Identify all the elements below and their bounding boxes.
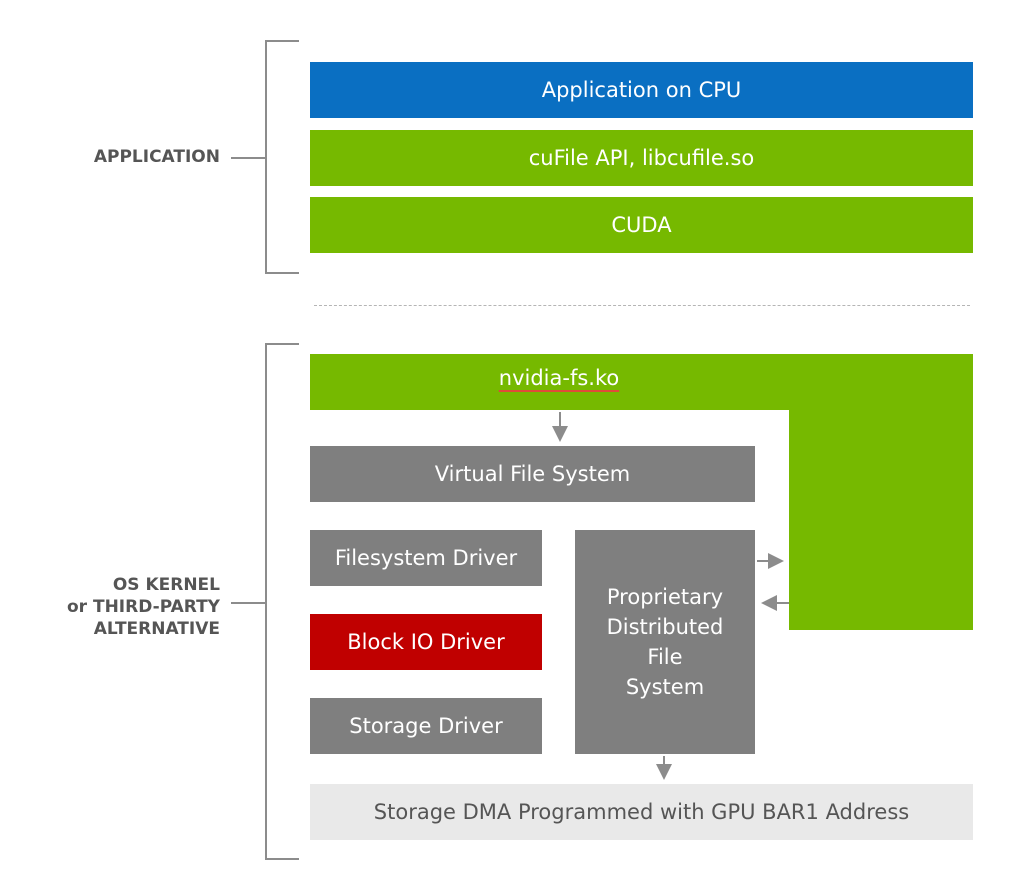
application-label: APPLICATION <box>60 146 220 168</box>
storage-dma-block: Storage DMA Programmed with GPU BAR1 Add… <box>310 784 973 840</box>
application-bracket <box>265 40 267 274</box>
kernel-bracket <box>265 343 267 860</box>
layer-divider <box>314 305 970 306</box>
application-tick <box>231 157 265 159</box>
storage-driver-text: Storage Driver <box>349 714 503 738</box>
cufile-api-block: cuFile API, libcufile.so <box>310 130 973 186</box>
application-on-cpu-text: Application on CPU <box>541 78 742 102</box>
storage-driver-block: Storage Driver <box>310 698 542 754</box>
application-bracket-top <box>265 40 299 42</box>
proprietary-dfs-line-2: Distributed <box>606 615 724 639</box>
proprietary-dfs-line-3: File <box>647 645 683 669</box>
cuda-text: CUDA <box>611 213 672 237</box>
proprietary-dfs-line-4: System <box>625 675 705 699</box>
block-io-driver-block: Block IO Driver <box>310 614 542 670</box>
filesystem-driver-text: Filesystem Driver <box>334 546 518 570</box>
nvidia-fs-label: nvidia-fs.ko <box>310 366 808 390</box>
nvidia-fs-text: nvidia-fs.ko <box>498 366 620 390</box>
storage-dma-text: Storage DMA Programmed with GPU BAR1 Add… <box>373 800 910 824</box>
application-bracket-bottom <box>265 272 299 274</box>
application-label-text: APPLICATION <box>93 147 220 167</box>
filesystem-driver-block: Filesystem Driver <box>310 530 542 586</box>
cufile-api-text: cuFile API, libcufile.so <box>528 146 755 170</box>
block-io-driver-text: Block IO Driver <box>347 630 505 654</box>
os-kernel-line-3: ALTERNATIVE <box>93 619 220 639</box>
kernel-bracket-top <box>265 343 299 345</box>
cuda-block: CUDA <box>310 197 973 253</box>
proprietary-dfs-text: Proprietary Distributed File System <box>607 582 724 702</box>
kernel-bracket-bottom <box>265 858 299 860</box>
os-kernel-label: OS KERNEL or THIRD-PARTY ALTERNATIVE <box>20 574 220 640</box>
os-kernel-line-1: OS KERNEL <box>112 575 220 595</box>
kernel-tick <box>231 602 265 604</box>
virtual-file-system-block: Virtual File System <box>310 446 755 502</box>
os-kernel-line-2: or THIRD-PARTY <box>67 597 220 617</box>
proprietary-dfs-line-1: Proprietary <box>606 585 724 609</box>
proprietary-dfs-block: Proprietary Distributed File System <box>575 530 755 754</box>
virtual-file-system-text: Virtual File System <box>434 462 631 486</box>
application-on-cpu-block: Application on CPU <box>310 62 973 118</box>
nvidia-fs-region <box>310 354 973 630</box>
